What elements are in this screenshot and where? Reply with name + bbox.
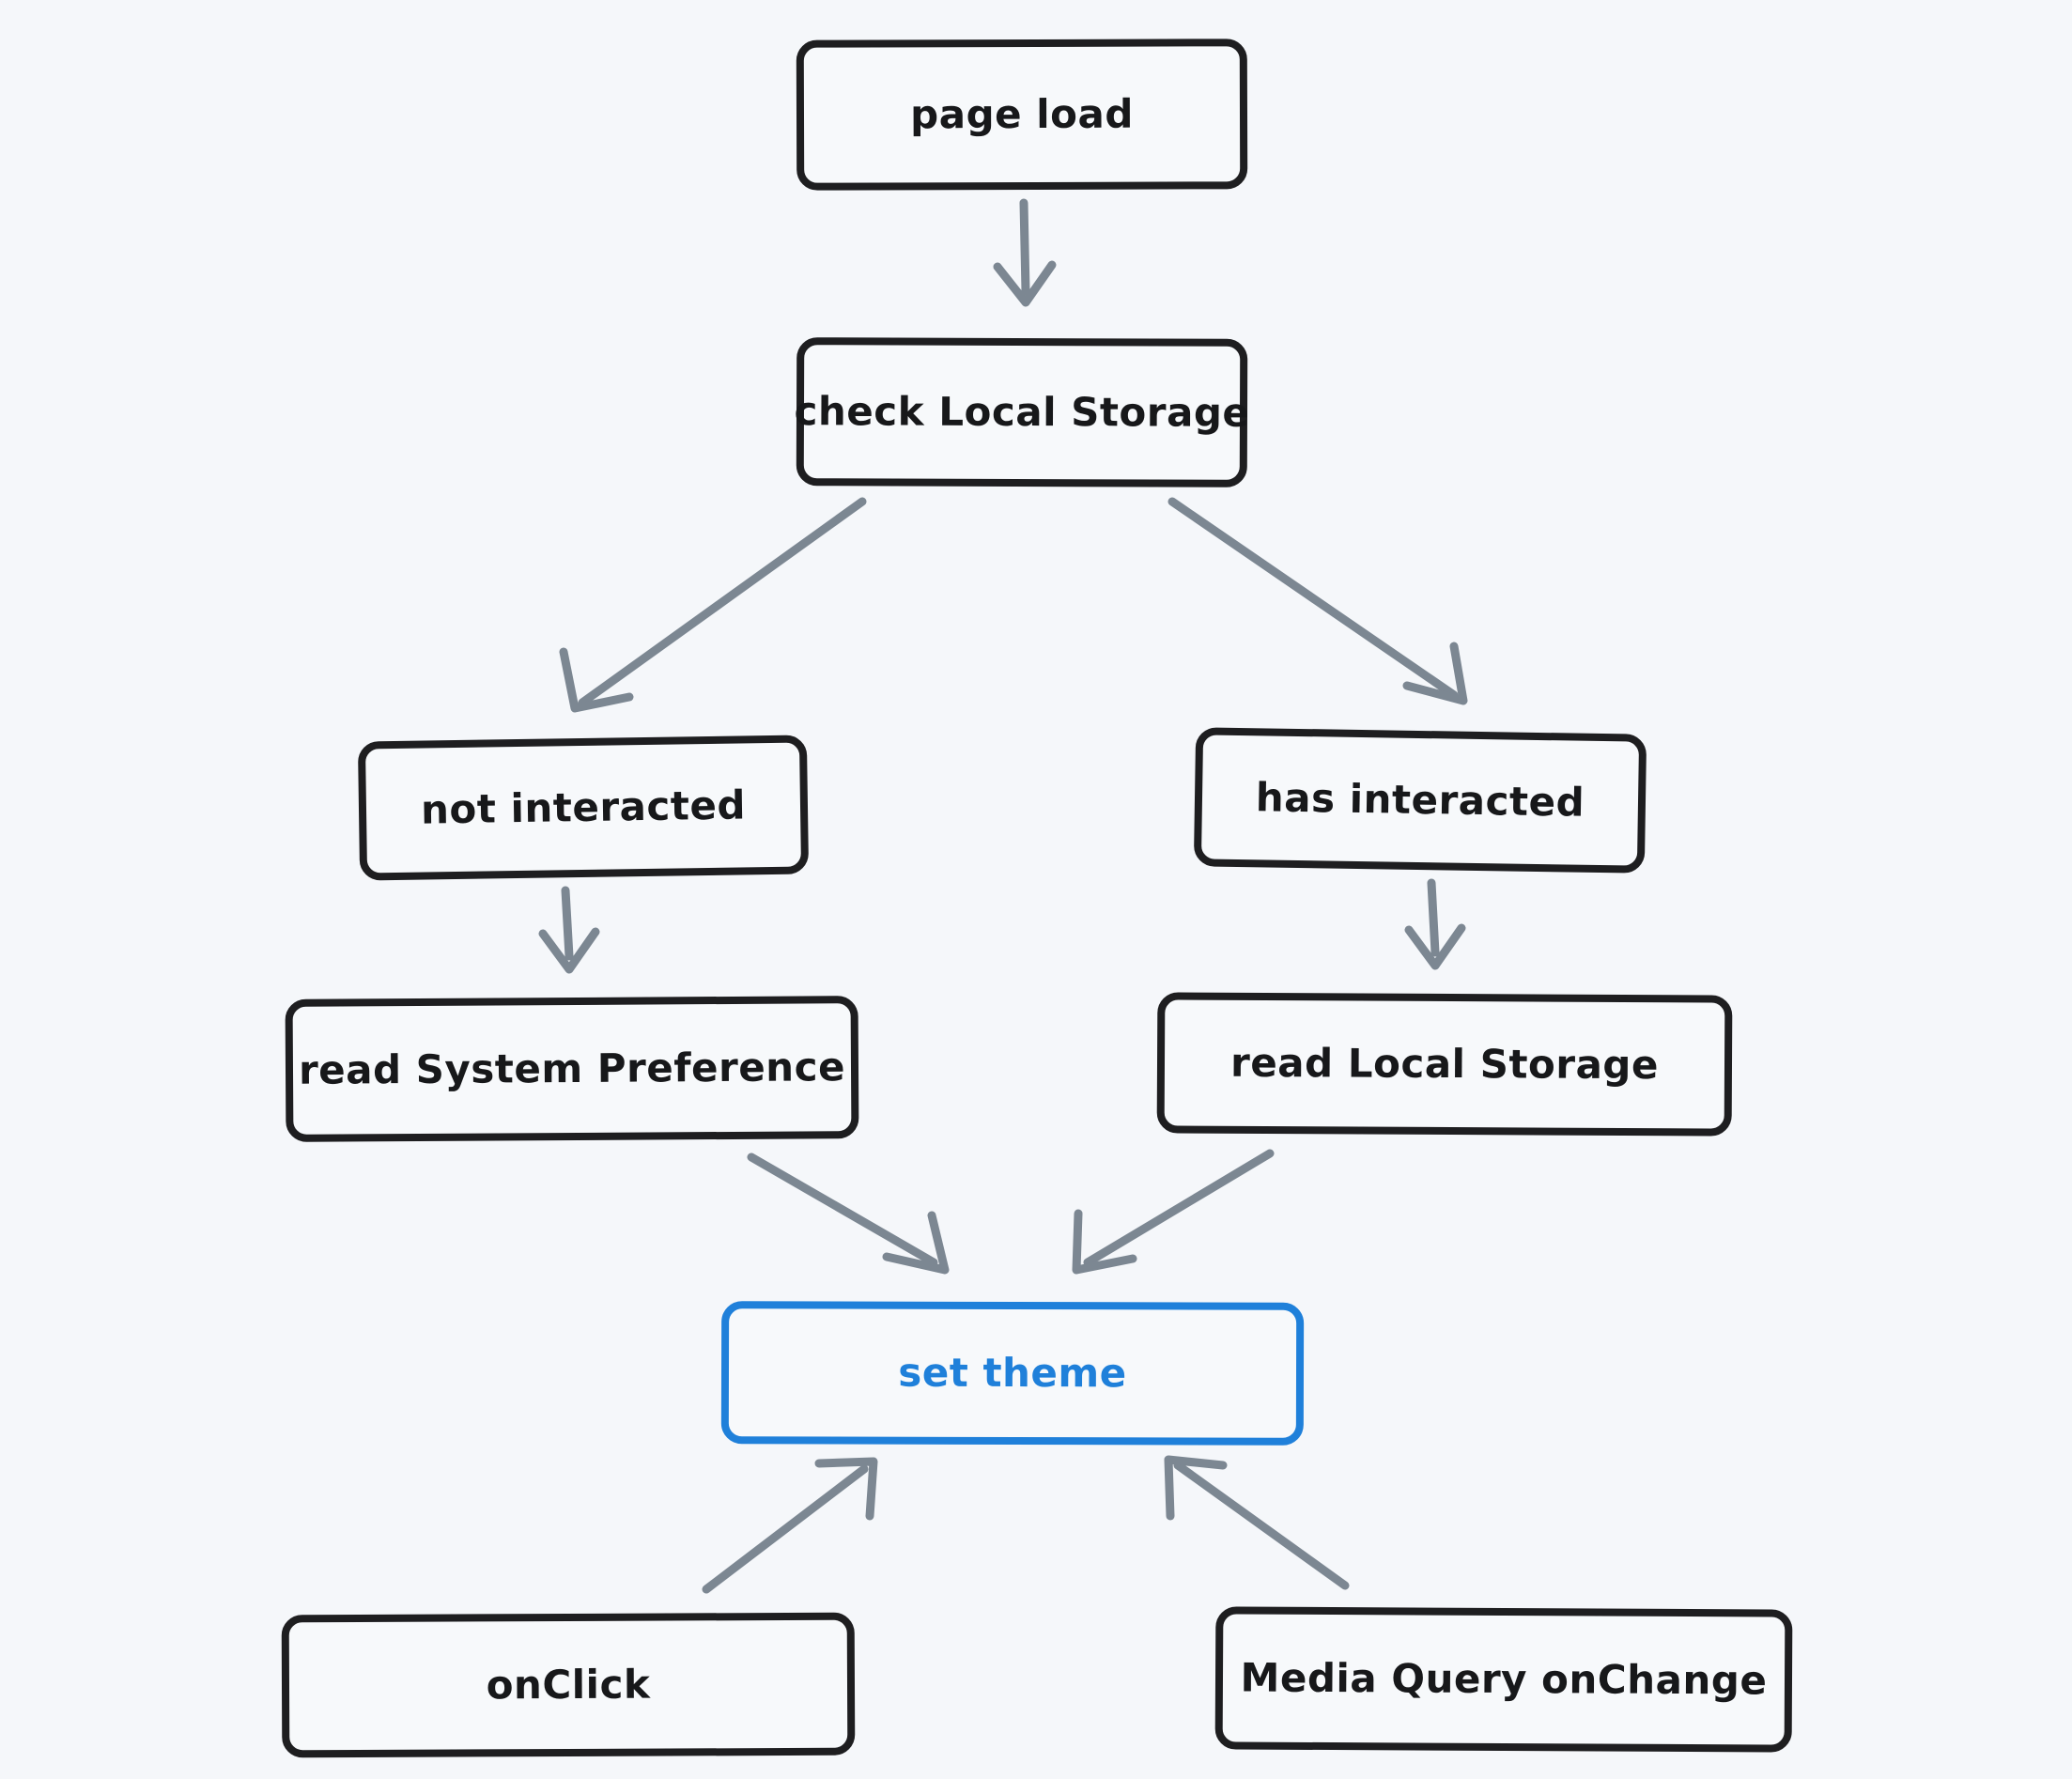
- edge-media-query-onchange-to-set-theme: [1164, 1455, 1350, 1590]
- node-label-read-local-storage: read Local Storage: [1229, 1039, 1660, 1089]
- node-read-system-preference[interactable]: read System Preference: [285, 996, 859, 1142]
- edge-read-system-preference-to-set-theme: [747, 1152, 950, 1275]
- node-label-not-interacted: not interacted: [420, 781, 747, 833]
- edge-check-local-storage-to-has-interacted: [1167, 497, 1468, 705]
- node-media-query-onchange[interactable]: Media Query onChange: [1214, 1606, 1793, 1753]
- node-not-interacted[interactable]: not interacted: [357, 735, 810, 881]
- edge-check-local-storage-to-not-interacted: [559, 497, 867, 713]
- node-label-page-load: page load: [910, 90, 1134, 138]
- node-label-read-system-preference: read System Preference: [298, 1044, 846, 1093]
- node-label-media-query-onchange: Media Query onChange: [1240, 1654, 1768, 1704]
- edge-page-load-to-check-local-storage: [993, 198, 1057, 307]
- node-label-set-theme: set theme: [898, 1349, 1127, 1397]
- edge-not-interacted-to-read-system-preference: [538, 886, 600, 974]
- edge-read-local-storage-to-set-theme: [1072, 1149, 1275, 1275]
- node-onclick[interactable]: onClick: [281, 1612, 856, 1758]
- node-label-has-interacted: has interacted: [1255, 774, 1585, 826]
- node-has-interacted[interactable]: has interacted: [1193, 727, 1647, 874]
- node-set-theme[interactable]: set theme: [720, 1301, 1305, 1446]
- node-page-load[interactable]: page load: [796, 39, 1248, 191]
- node-read-local-storage[interactable]: read Local Storage: [1156, 992, 1733, 1137]
- node-label-onclick: onClick: [486, 1661, 651, 1709]
- node-check-local-storage[interactable]: check Local Storage: [794, 337, 1250, 487]
- edge-has-interacted-to-read-local-storage: [1404, 878, 1466, 970]
- node-label-check-local-storage: check Local Storage: [794, 388, 1250, 436]
- edge-onclick-to-set-theme: [702, 1457, 878, 1594]
